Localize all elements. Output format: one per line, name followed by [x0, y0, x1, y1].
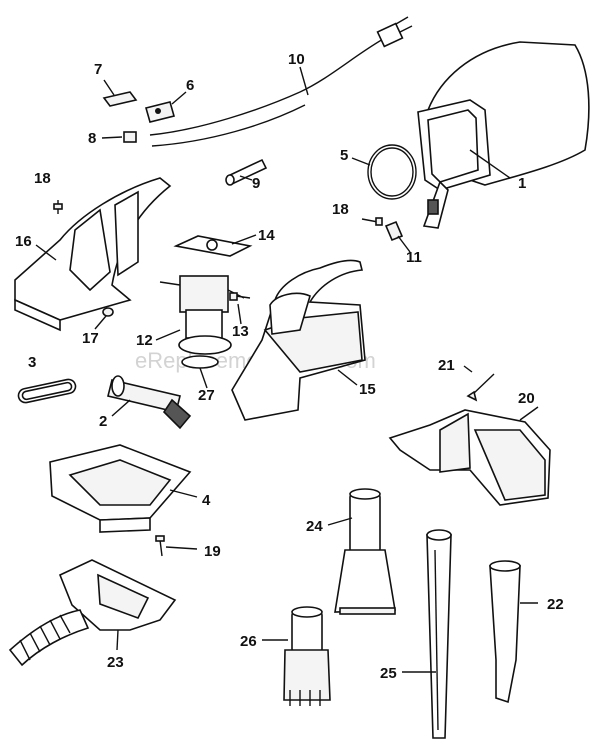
callout-23: 23 — [107, 654, 124, 671]
callout-4: 4 — [202, 492, 211, 509]
callout-14: 14 — [258, 227, 275, 244]
latch — [384, 220, 404, 242]
callout-3: 3 — [28, 354, 36, 371]
brush-roll — [107, 375, 192, 430]
upholstery-tool — [334, 488, 396, 615]
screw — [466, 373, 495, 402]
dust-container — [417, 41, 590, 229]
crevice-tool — [489, 560, 521, 704]
motor — [159, 275, 245, 355]
callout-19: 19 — [204, 543, 221, 560]
screw — [229, 292, 251, 301]
screw — [361, 217, 383, 226]
callout-26: 26 — [240, 633, 257, 650]
callout-18-left: 18 — [34, 170, 51, 187]
callout-numbers: 1 2 3 4 5 6 7 8 9 10 11 12 13 14 15 16 1… — [15, 51, 564, 682]
callout-12: 12 — [136, 332, 153, 349]
callout-20: 20 — [518, 390, 535, 407]
leader-lines — [35, 66, 539, 673]
gasket-ring — [367, 144, 417, 200]
switch-plate — [102, 91, 138, 107]
extension-wand — [426, 529, 452, 739]
wall-bracket — [388, 409, 551, 506]
callout-7: 7 — [94, 61, 102, 78]
pin — [225, 158, 268, 186]
callout-1: 1 — [518, 175, 526, 192]
callout-18-right: 18 — [332, 201, 349, 218]
drive-belt — [17, 378, 77, 404]
callout-27: 27 — [198, 387, 215, 404]
callout-15: 15 — [359, 381, 376, 398]
dusting-brush — [283, 606, 331, 706]
callout-21: 21 — [438, 357, 455, 374]
callout-8: 8 — [88, 130, 96, 147]
strain-relief — [123, 131, 137, 143]
screw — [53, 200, 63, 214]
callout-11: 11 — [406, 249, 422, 266]
callout-17: 17 — [82, 330, 99, 347]
fan — [181, 355, 219, 369]
callout-5: 5 — [340, 147, 348, 164]
floor-nozzle — [8, 559, 177, 667]
nozzle-base — [49, 444, 192, 533]
vacuum-body — [231, 259, 366, 421]
screw — [155, 535, 165, 557]
bushing — [102, 307, 114, 317]
callout-10: 10 — [288, 51, 305, 68]
callout-24: 24 — [306, 518, 323, 535]
callout-6: 6 — [186, 77, 194, 94]
callout-2: 2 — [99, 413, 107, 430]
switch — [145, 101, 175, 123]
callout-9: 9 — [252, 175, 260, 192]
motor-housing — [14, 177, 172, 332]
power-cord — [149, 16, 413, 147]
callout-22: 22 — [547, 596, 564, 613]
motor-bracket — [173, 235, 253, 257]
callout-16: 16 — [15, 233, 32, 250]
callout-25: 25 — [380, 665, 397, 682]
callout-13: 13 — [232, 323, 249, 340]
